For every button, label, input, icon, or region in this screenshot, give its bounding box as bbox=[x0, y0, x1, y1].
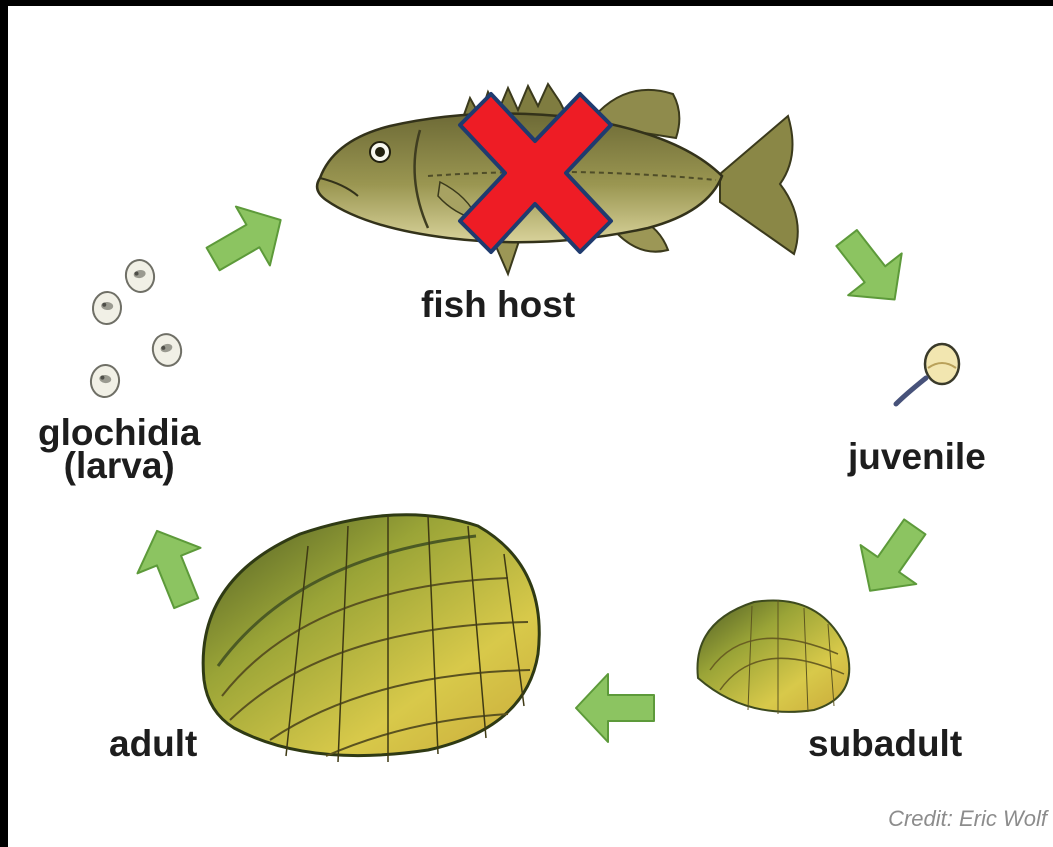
arrow-subadult-to-adult bbox=[576, 674, 654, 742]
diagram-frame: fish host juvenile subadult adult glochi… bbox=[8, 6, 1053, 847]
juvenile-mussel-icon bbox=[896, 344, 959, 404]
glochidia-icon bbox=[89, 258, 185, 399]
label-juvenile: juvenile bbox=[848, 438, 986, 475]
arrow-juvenile-to-subadult bbox=[842, 507, 942, 610]
label-fish-host: fish host bbox=[421, 286, 575, 323]
arrow-glochidia-to-fish bbox=[196, 191, 298, 289]
label-glochidia-line1: glochidia bbox=[38, 416, 200, 449]
subadult-shell-icon bbox=[697, 600, 849, 714]
arrow-fish-to-juvenile bbox=[820, 217, 922, 320]
adult-shell-icon bbox=[203, 515, 539, 762]
label-glochidia: glochidia (larva) bbox=[38, 416, 200, 483]
label-adult: adult bbox=[109, 725, 197, 762]
arrow-adult-to-glochidia bbox=[125, 518, 217, 616]
label-subadult: subadult bbox=[808, 725, 962, 762]
image-credit: Credit: Eric Wolf bbox=[888, 806, 1047, 832]
label-glochidia-line2: (larva) bbox=[38, 449, 200, 482]
